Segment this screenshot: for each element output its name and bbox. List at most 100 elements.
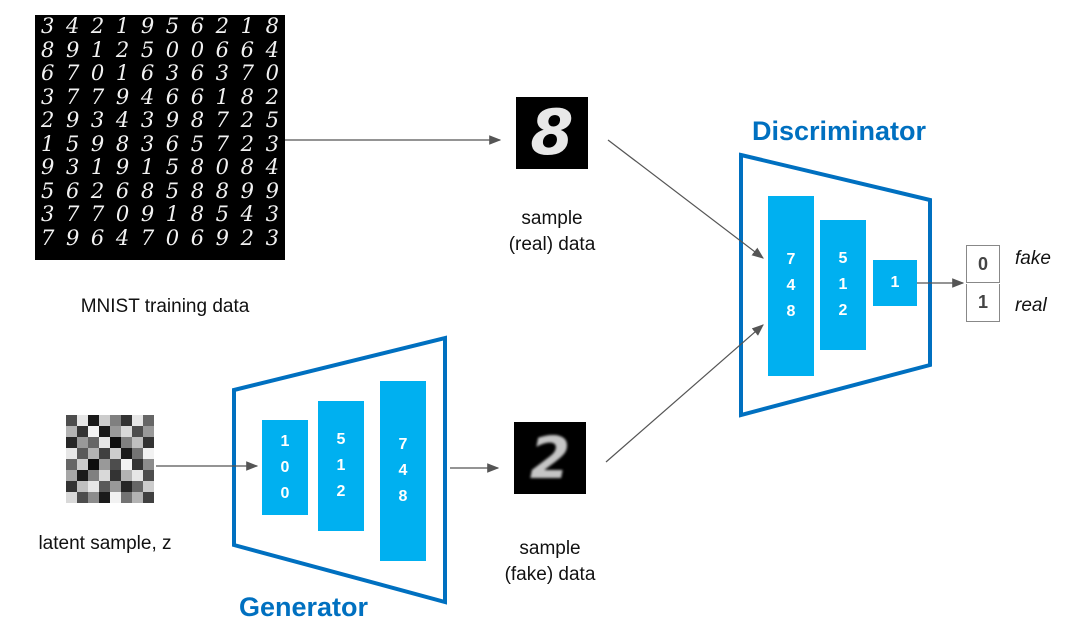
- noise-pixel: [143, 459, 154, 470]
- arrow-fake-to-discriminator: [605, 324, 764, 463]
- generator-title: Generator: [239, 592, 369, 622]
- noise-pixel: [99, 448, 110, 459]
- latent-caption: latent sample, z: [38, 533, 172, 554]
- mnist-digit: 4: [265, 37, 279, 62]
- generator-layer-3: 7 4 8: [380, 381, 426, 561]
- mnist-digit: 7: [215, 131, 230, 156]
- noise-pixel: [143, 437, 154, 448]
- mnist-digit: 1: [165, 202, 180, 226]
- mnist-digit: 7: [90, 202, 105, 226]
- noise-pixel: [143, 448, 154, 459]
- fake-sample-image: 2: [514, 422, 586, 494]
- mnist-digit: 5: [190, 131, 205, 156]
- noise-pixel: [88, 448, 99, 459]
- noise-pixel: [66, 426, 77, 437]
- noise-pixel: [143, 415, 154, 426]
- noise-pixel: [143, 426, 154, 437]
- mnist-digit: 4: [240, 202, 254, 226]
- mnist-digit: 2: [215, 15, 230, 38]
- mnist-digit: 0: [165, 37, 180, 62]
- mnist-digit: 8: [190, 202, 205, 226]
- mnist-digit: 7: [41, 225, 55, 250]
- real-sample-caption-line-2: (real) data: [508, 234, 596, 255]
- noise-pixel: [99, 492, 110, 503]
- arrow-real-to-discriminator: [607, 139, 764, 259]
- fake-sample-caption-line-1: sample: [519, 538, 581, 559]
- mnist-digit: 3: [41, 15, 55, 38]
- mnist-digit: 9: [115, 155, 130, 179]
- real-sample-caption-line-1: sample: [521, 208, 583, 229]
- real-sample-caption: sample (real) data: [482, 206, 622, 258]
- mnist-digit: 1: [215, 84, 230, 109]
- mnist-digit: 5: [265, 108, 279, 132]
- mnist-digit: 7: [140, 225, 155, 250]
- output-label-real: real: [1015, 295, 1047, 316]
- noise-pixel: [132, 437, 143, 448]
- discriminator-layer-3: 1: [873, 260, 917, 306]
- mnist-digit: 6: [165, 131, 180, 156]
- noise-pixel: [121, 459, 132, 470]
- noise-pixel: [77, 492, 88, 503]
- mnist-digit: 0: [115, 202, 130, 226]
- mnist-digit: 4: [115, 225, 130, 250]
- noise-pixel: [99, 415, 110, 426]
- mnist-digit: 5: [165, 178, 180, 203]
- noise-pixel: [110, 481, 121, 492]
- mnist-digit: 4: [265, 155, 279, 179]
- mnist-digit: 2: [90, 15, 105, 38]
- noise-pixel: [132, 459, 143, 470]
- mnist-digit: 7: [240, 61, 254, 85]
- mnist-digit: 9: [165, 108, 180, 132]
- mnist-digit: 5: [65, 131, 80, 156]
- mnist-digit: 2: [90, 178, 105, 203]
- mnist-digit: 3: [265, 131, 279, 156]
- noise-pixel: [88, 470, 99, 481]
- mnist-digit: 0: [215, 155, 230, 179]
- mnist-digit: 3: [215, 61, 230, 85]
- mnist-caption: MNIST training data: [80, 296, 250, 317]
- mnist-digit: 3: [265, 202, 279, 226]
- mnist-digit: 8: [265, 15, 279, 38]
- mnist-digit: 6: [190, 15, 205, 38]
- noise-pixel: [66, 481, 77, 492]
- noise-pixel: [66, 437, 77, 448]
- mnist-digit: 3: [140, 131, 155, 156]
- noise-pixel: [88, 481, 99, 492]
- noise-pixel: [121, 415, 132, 426]
- fake-sample-digit: 2: [529, 424, 571, 492]
- noise-pixel: [66, 415, 77, 426]
- mnist-digit: 3: [65, 155, 80, 179]
- noise-pixel: [132, 470, 143, 481]
- mnist-digit: 9: [41, 155, 55, 179]
- noise-pixel: [88, 459, 99, 470]
- noise-pixel: [77, 459, 88, 470]
- mnist-digit: 1: [41, 131, 55, 156]
- noise-pixel: [143, 492, 154, 503]
- mnist-digit: 1: [140, 155, 155, 179]
- mnist-digit: 9: [240, 178, 254, 203]
- mnist-digit: 3: [265, 225, 279, 250]
- noise-pixel: [132, 415, 143, 426]
- noise-pixel: [121, 470, 132, 481]
- mnist-digit: 6: [90, 225, 105, 250]
- discriminator-layer-2: 5 1 2: [820, 220, 866, 350]
- mnist-digit: 0: [90, 61, 105, 85]
- mnist-digit: 6: [215, 37, 230, 62]
- mnist-digit: 8: [240, 155, 254, 179]
- noise-pixel: [88, 415, 99, 426]
- noise-pixel: [99, 481, 110, 492]
- noise-pixel: [132, 426, 143, 437]
- fake-sample-caption-line-2: (fake) data: [504, 564, 596, 585]
- noise-pixel: [121, 437, 132, 448]
- mnist-digit: 3: [165, 61, 180, 85]
- mnist-digit: 6: [41, 61, 55, 85]
